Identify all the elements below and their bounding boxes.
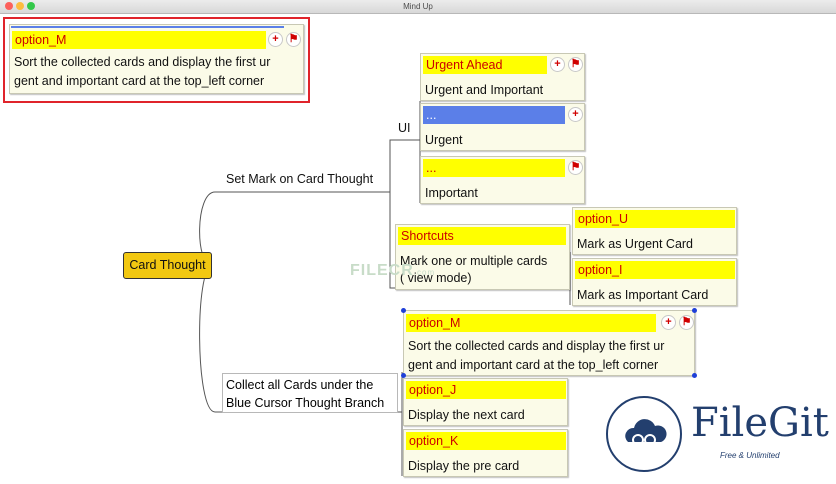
cloud-icon	[625, 419, 667, 446]
option-i-card[interactable]: option_I Mark as Important Card	[572, 258, 737, 306]
card-header: option_M	[406, 314, 656, 332]
filecr-watermark-sub: .com	[413, 268, 436, 277]
card-body: Urgent and Important	[425, 83, 544, 97]
branch-set-mark[interactable]: Set Mark on Card Thought	[226, 172, 374, 186]
minimize-window-button[interactable]	[16, 2, 24, 10]
highlight-frame	[3, 17, 310, 103]
card-line-2: gent and important card at the top_left …	[408, 358, 659, 372]
card-header: ...	[423, 159, 565, 177]
card-body: Display the next card	[408, 408, 525, 422]
title-bar: Mind Up	[0, 0, 836, 14]
cursor-bar	[11, 26, 284, 28]
card-header: ...	[423, 106, 565, 124]
close-window-button[interactable]	[5, 2, 13, 10]
window-title: Mind Up	[403, 2, 433, 11]
connector-set-mark	[199, 191, 390, 267]
option-m-card[interactable]: option_M + ⚑ Sort the collected cards an…	[403, 310, 695, 376]
card-line-1: Sort the collected cards and display the…	[14, 55, 271, 69]
card-header: option_J	[406, 381, 566, 399]
selection-handle-br[interactable]	[692, 373, 697, 378]
ui-card-urgent-ahead[interactable]: Urgent Ahead + ⚑ Urgent and Important	[420, 53, 585, 101]
root-thought[interactable]: Card Thought	[123, 252, 212, 279]
card-body: Mark as Important Card	[577, 288, 709, 302]
card-line-2: gent and important card at the top_left …	[14, 74, 265, 88]
card-header: option_K	[406, 432, 566, 450]
collect-line-1: Collect all Cards under the	[226, 378, 374, 392]
ui-card-urgent[interactable]: ... + Urgent	[420, 103, 585, 151]
top-left-card[interactable]: option_M + ⚑ Sort the collected cards an…	[9, 24, 304, 94]
card-header: option_I	[575, 261, 735, 279]
flag-icon[interactable]: ⚑	[568, 57, 583, 72]
option-u-card[interactable]: option_U Mark as Urgent Card	[572, 207, 737, 255]
card-line-2: ( view mode)	[400, 271, 472, 285]
connector-ui	[389, 139, 420, 192]
zoom-window-button[interactable]	[27, 2, 35, 10]
plus-icon[interactable]: +	[568, 107, 583, 122]
card-header: Shortcuts	[398, 227, 566, 245]
card-body: Mark as Urgent Card	[577, 237, 694, 251]
card-line-1: Mark one or multiple cards	[400, 254, 548, 268]
connector-collect	[199, 265, 222, 413]
plus-icon[interactable]: +	[661, 315, 676, 330]
shortcuts-card[interactable]: Shortcuts Mark one or multiple cards ( v…	[395, 224, 570, 290]
selection-handle-tl[interactable]	[401, 308, 406, 313]
card-header: option_U	[575, 210, 735, 228]
card-body: Display the pre card	[408, 459, 520, 473]
flag-icon[interactable]: ⚑	[286, 32, 301, 47]
filegit-brand: FileGit	[691, 400, 829, 446]
card-header: Urgent Ahead	[423, 56, 547, 74]
plus-icon[interactable]: +	[550, 57, 565, 72]
ui-card-important[interactable]: ... ⚑ Important	[420, 156, 585, 204]
option-j-card[interactable]: option_J Display the next card	[403, 378, 568, 426]
connector-option-m	[398, 372, 403, 413]
branch-ui[interactable]: UI	[398, 121, 411, 135]
flag-icon[interactable]: ⚑	[679, 315, 694, 330]
filecr-watermark-text: FILECR	[350, 262, 414, 279]
filecr-watermark: FILECR.com	[350, 262, 435, 280]
collect-line-2: Blue Cursor Thought Branch	[226, 396, 385, 410]
filegit-tagline: Free & Unlimited	[720, 451, 780, 460]
collect-branch[interactable]: Collect all Cards under the Blue Cursor …	[222, 373, 398, 413]
card-body: Important	[425, 186, 478, 200]
flag-icon[interactable]: ⚑	[568, 160, 583, 175]
selection-handle-bl[interactable]	[401, 373, 406, 378]
option-k-card[interactable]: option_K Display the pre card	[403, 429, 568, 477]
plus-icon[interactable]: +	[268, 32, 283, 47]
card-body: Urgent	[425, 133, 463, 147]
filegit-logo	[606, 396, 682, 472]
connector-shortcuts	[389, 192, 395, 289]
card-header: option_M	[12, 31, 266, 49]
selection-handle-tr[interactable]	[692, 308, 697, 313]
card-line-1: Sort the collected cards and display the…	[408, 339, 665, 353]
